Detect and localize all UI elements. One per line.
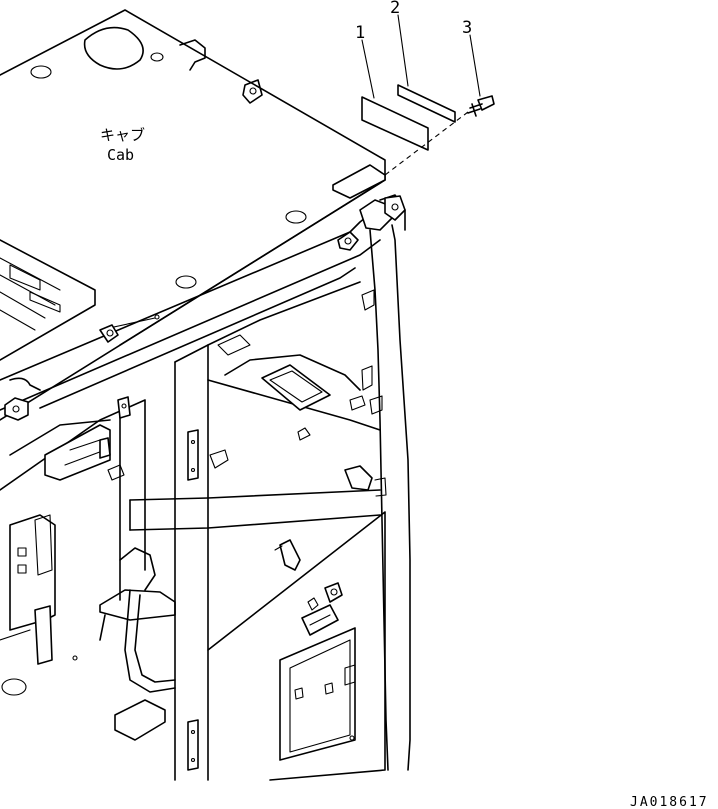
inner-beam (207, 281, 387, 497)
exploded-parts (332, 14, 495, 199)
callout-1: 1 (355, 23, 365, 43)
right-pillar (361, 194, 411, 771)
cab-roof (0, 9, 386, 421)
left-grille (0, 239, 160, 361)
drawing-code: JA018617 (630, 795, 709, 809)
part-2-strip (397, 84, 456, 123)
part-3-screw (467, 95, 495, 117)
door-panel (207, 511, 386, 781)
callout-2: 2 (390, 0, 400, 18)
part-1-plate (361, 96, 429, 151)
lower-crossbar (129, 489, 381, 531)
interior-left (0, 396, 146, 696)
labels: キャブ Cab 1 2 3 JA018617 (100, 0, 709, 809)
callout-3: 3 (462, 18, 472, 38)
cab-label-jp: キャブ (100, 126, 145, 144)
front-beam (0, 199, 393, 421)
cab-label-en: Cab (107, 146, 134, 164)
seat-handle (99, 547, 176, 741)
center-pillar (174, 344, 229, 781)
